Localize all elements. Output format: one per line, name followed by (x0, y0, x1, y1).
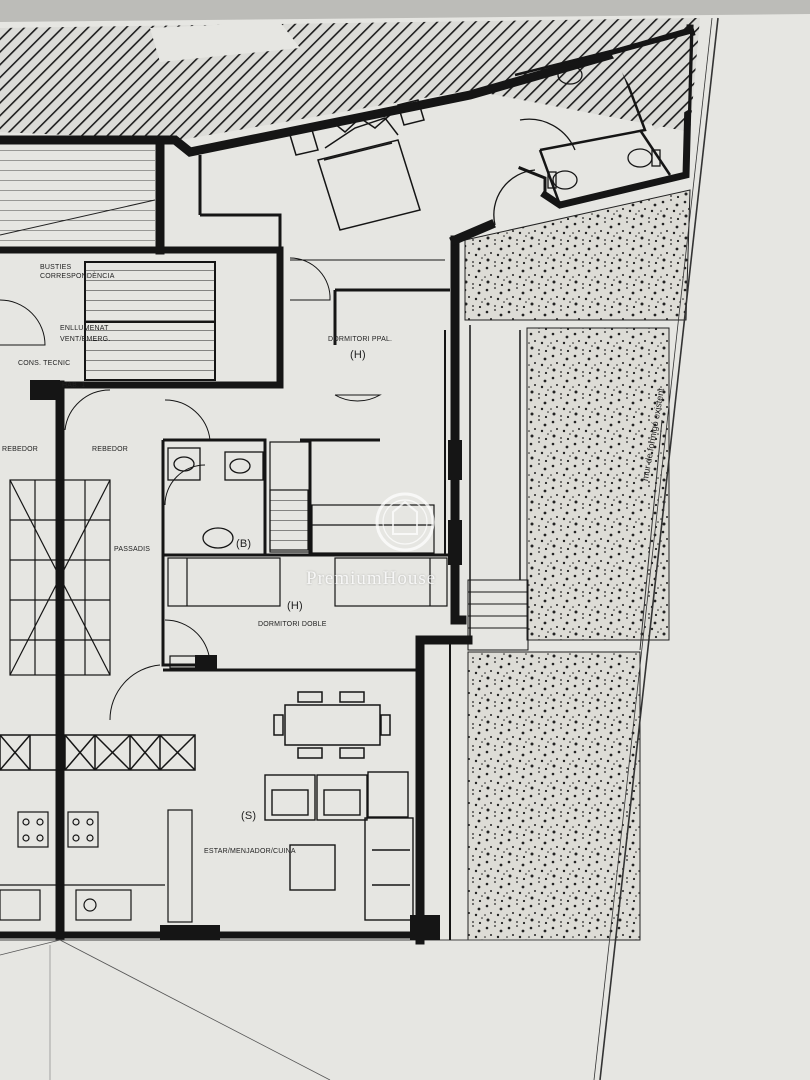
lighting-label: ENLLUMENAT (60, 325, 109, 332)
corridor-label-left: REBEDOR (2, 446, 39, 453)
double-bedroom-tag: (H) (287, 600, 303, 612)
master-bedroom-tag: (H) (350, 349, 366, 361)
master-bedroom-label: DORMITORI PPAL. (328, 336, 393, 343)
corridor-label-right: REBEDOR (92, 446, 129, 453)
gravel-area-lower (467, 651, 641, 941)
seal-logo (375, 492, 435, 552)
stairs-sub-label: CORRESPONDÈNCIA (40, 273, 115, 280)
lighting-sub-label: VENT/EMERG. (60, 336, 111, 343)
gravel-area-middle (526, 327, 670, 641)
hab-label: HAB. 1 (62, 382, 86, 389)
watermark-brand: PremiumHouse (306, 568, 437, 589)
living-room-tag: (S) (241, 810, 257, 822)
dining-table (273, 691, 391, 759)
living-room-label: ESTAR/MENJADOR/CUINA (204, 848, 296, 855)
bath-tag: (B) (236, 538, 252, 550)
master-bed (289, 99, 425, 231)
gravel-area-upper (464, 189, 691, 321)
living-furniture (264, 771, 414, 921)
double-bedroom-label: DORMITORI DOBLE (258, 621, 327, 628)
hallway-label: PASSADIS (114, 546, 151, 553)
counter-label: CONS. TECNIC (18, 360, 71, 367)
stairs-label: BUSTIES (40, 264, 72, 271)
